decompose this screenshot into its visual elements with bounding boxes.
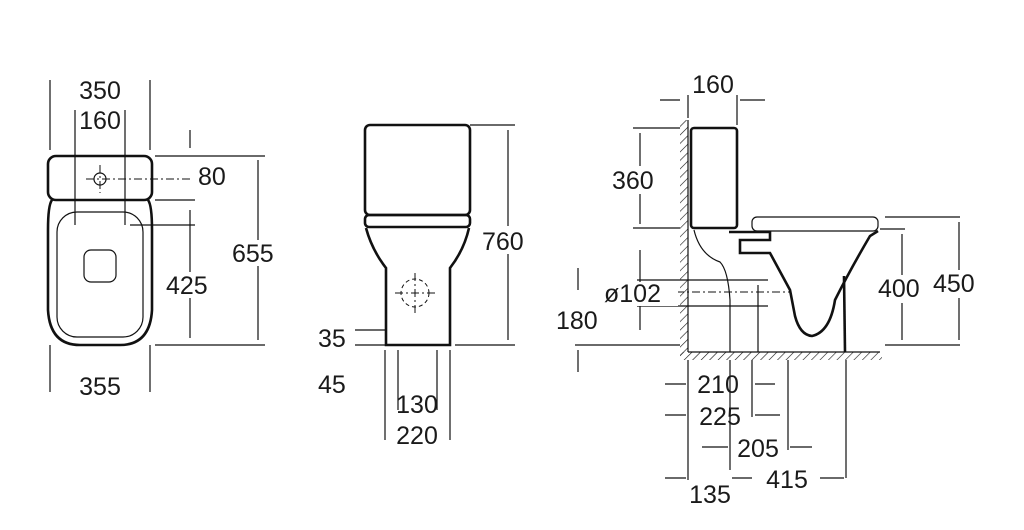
dim-80: 80 (198, 163, 226, 191)
dim-355: 355 (79, 373, 121, 401)
dim-415: 415 (766, 466, 808, 494)
dim-180: 180 (556, 307, 598, 335)
dim-425: 425 (166, 272, 208, 300)
top-view: 350 160 80 655 425 355 (46, 77, 286, 401)
dim-360: 360 (612, 167, 654, 195)
bowl-outline (729, 229, 879, 338)
dim-760: 760 (482, 228, 524, 256)
dim-45: 45 (318, 371, 346, 399)
dim-o102: ø102 (604, 280, 661, 308)
dim-220: 220 (396, 422, 438, 450)
dim-450: 450 (933, 270, 975, 298)
dim-225: 225 (699, 403, 741, 431)
pedestal-outline (364, 227, 471, 347)
wall-hatch (680, 120, 688, 356)
dim-655: 655 (232, 240, 274, 268)
dim-210: 210 (697, 371, 739, 399)
dim-350: 350 (79, 77, 121, 105)
bowl-outline (46, 199, 154, 347)
dim-400: 400 (878, 275, 920, 303)
bowl-opening (83, 249, 117, 283)
tank-outline (46, 154, 154, 202)
dim-135: 135 (689, 481, 731, 509)
dim-205: 205 (737, 435, 779, 463)
dim-130: 130 (396, 391, 438, 419)
dim-35: 35 (318, 325, 346, 353)
dim-160: 160 (692, 71, 734, 99)
seat-outline (56, 211, 144, 338)
seat-outline (363, 213, 472, 229)
seat-outline (751, 216, 879, 232)
tank-outline (689, 126, 739, 230)
dim-160: 160 (79, 107, 121, 135)
side-view: 160 360 ø102 180 400 450 210 225 205 415… (556, 71, 988, 509)
tank-outline (363, 123, 472, 217)
floor-hatch (680, 352, 882, 360)
front-view: 760 35 45 130 220 (318, 123, 538, 450)
